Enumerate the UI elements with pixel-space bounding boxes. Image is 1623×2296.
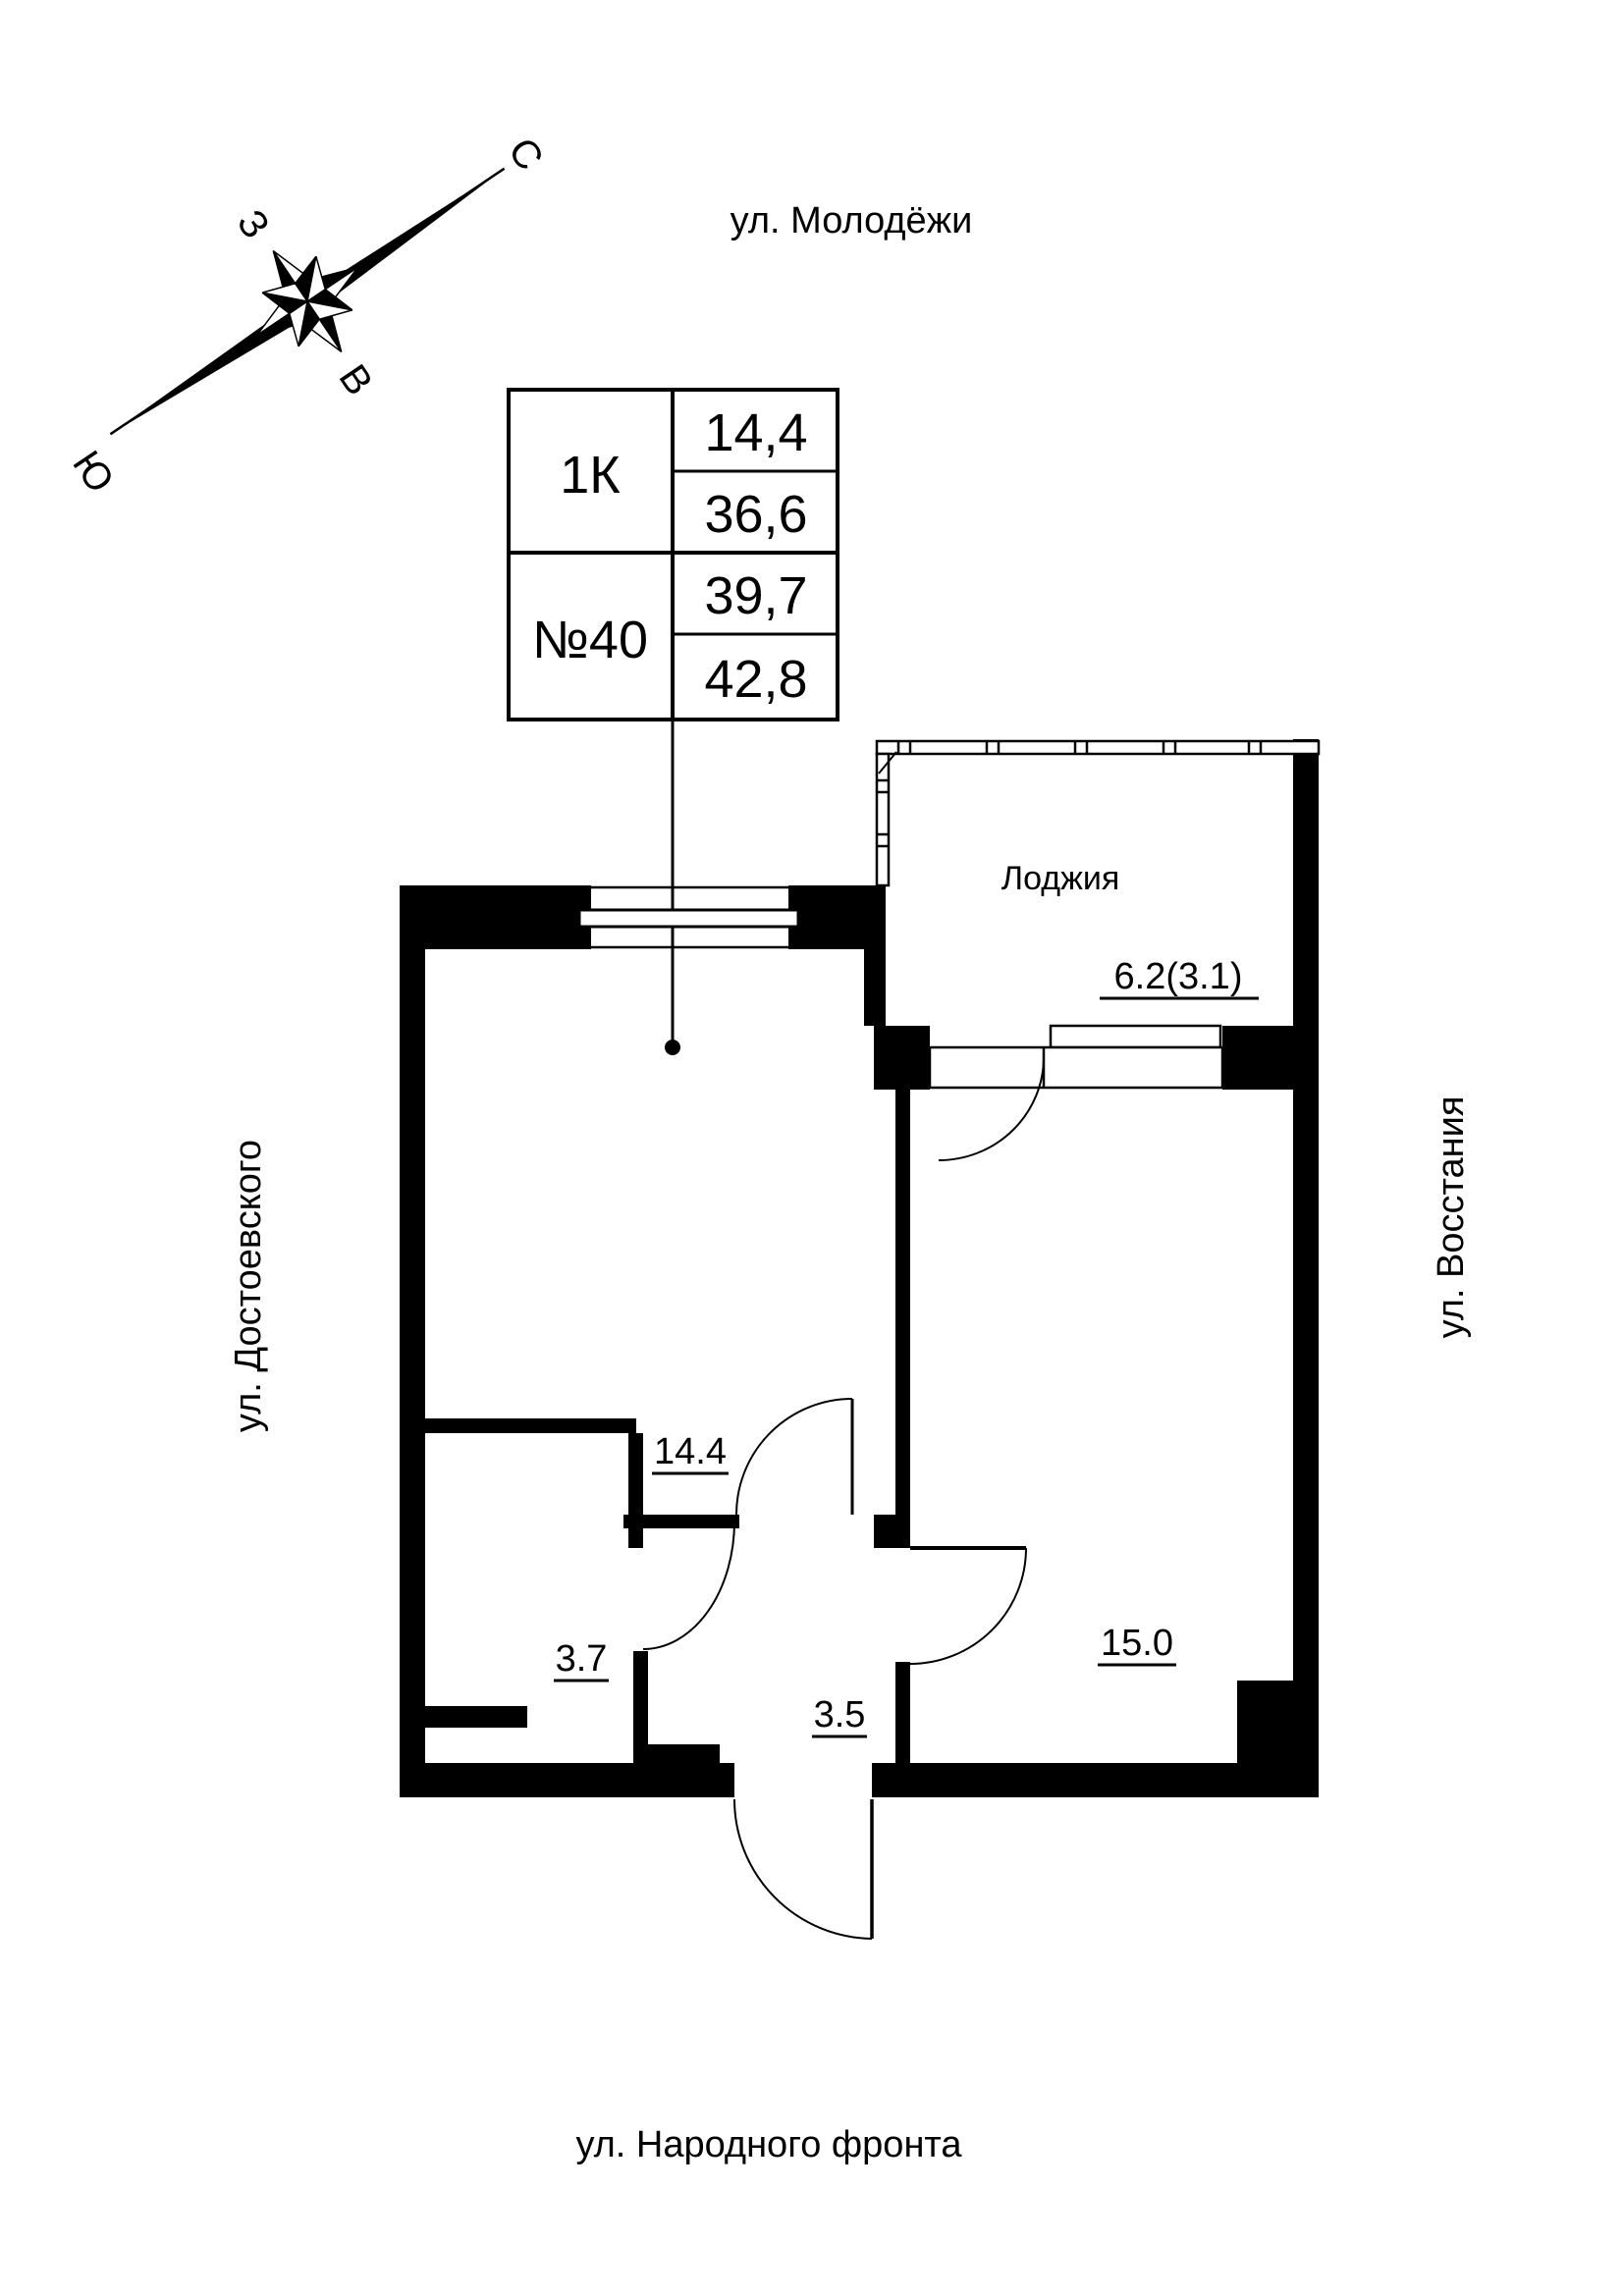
compass-star — [255, 249, 359, 353]
street-label-right: ул. Восстания — [1431, 1096, 1472, 1339]
window-living-room — [577, 885, 800, 949]
walls — [400, 739, 1319, 1797]
room-labels: Лоджия 6.2(3.1) 14.4 3.7 3.5 15.0 — [554, 860, 1259, 1738]
street-label-bottom: ул. Народного фронта — [575, 2124, 962, 2165]
loggia-glazing — [875, 739, 1321, 887]
loggia-name: Лоджия — [1001, 860, 1119, 897]
area-total-with-balcony: 42,8 — [704, 650, 807, 709]
compass-label-north: С — [500, 131, 552, 179]
table-leader-dot — [665, 1040, 680, 1055]
loggia-door-arc — [938, 1056, 1045, 1161]
street-label-top: ул. Молодёжи — [730, 200, 973, 241]
compass-label-east: В — [331, 357, 381, 403]
door-bathroom — [642, 1521, 735, 1650]
area-total: 39,7 — [704, 566, 807, 625]
living-room-area: 14.4 — [654, 1431, 727, 1472]
bedroom-area: 15.0 — [1101, 1623, 1173, 1664]
street-label-left: ул. Достоевского — [228, 1140, 269, 1432]
apartment-type: 1К — [560, 446, 621, 505]
door-bedroom — [909, 1546, 1027, 1665]
area-usable: 36,6 — [704, 485, 807, 544]
apartment-info-table: 1К №40 14,4 36,6 39,7 42,8 — [507, 388, 839, 1055]
compass-label-south: Ю — [64, 444, 122, 501]
door-entry — [733, 1798, 874, 1940]
compass-label-west: З — [229, 202, 278, 246]
balcony-door-window — [928, 1024, 1224, 1161]
area-living: 14,4 — [704, 403, 807, 462]
loggia-area: 6.2(3.1) — [1114, 956, 1243, 997]
hallway-area: 3.5 — [814, 1694, 866, 1735]
door-living-room — [735, 1398, 854, 1516]
bathroom-area: 3.7 — [556, 1638, 608, 1680]
apartment-number: №40 — [532, 611, 648, 669]
